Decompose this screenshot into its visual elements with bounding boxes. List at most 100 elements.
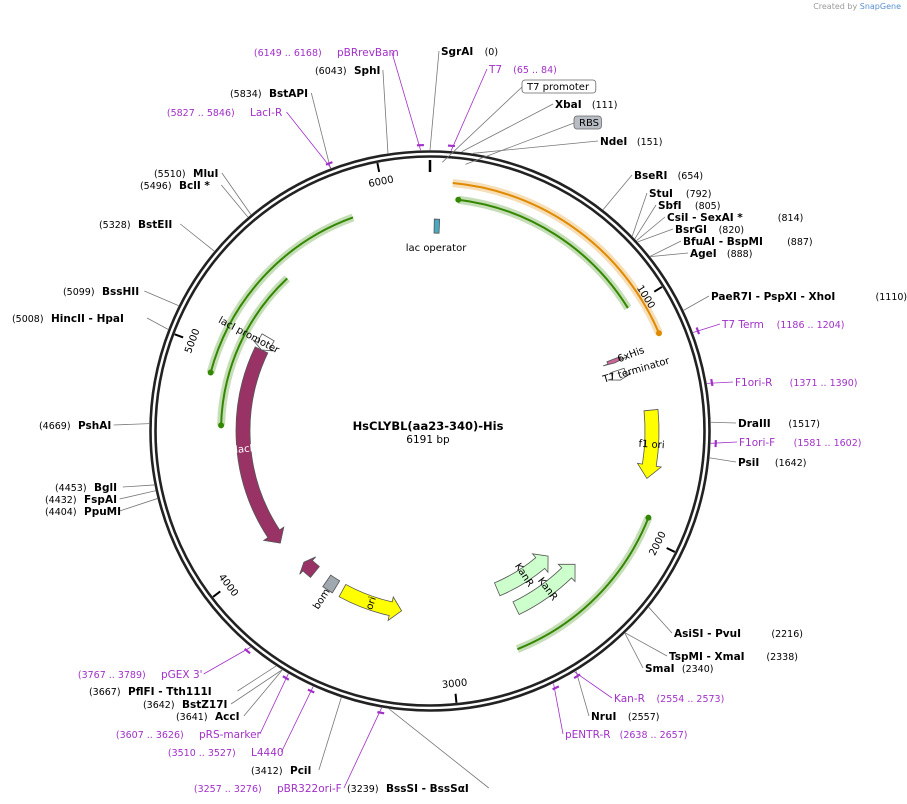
site-leader-bsssi-bsss-i (388, 708, 490, 789)
site-name-mlui: MluI (193, 168, 218, 180)
site-leader-agei (650, 252, 689, 257)
feature-tag-box-rbs (573, 115, 602, 130)
site-leader-pcii (318, 697, 342, 771)
primer-range-f1ori-f: (1581 .. 1602) (794, 438, 862, 449)
primer-kan-r: Kan-R(2554 .. 2573) (614, 693, 724, 705)
feature-lac-operator (433, 218, 441, 234)
site-leader-fspai (119, 490, 156, 500)
site-nrui: NruI(2557) (591, 711, 659, 723)
site-position-paer7i-pspxi-xhoi: (1110) (876, 292, 907, 303)
primer-t7-term: T7 Term (1186 .. 1204) (721, 319, 844, 331)
site-bseri: BseRI(654) (634, 170, 703, 182)
site-asisi-pvui: AsiSI - PvuI (2216) (674, 628, 803, 640)
primer-range-pbr322ori-f: (3257 .. 3276) (194, 784, 262, 795)
feature-tag-t7-promoter: T7 promoter (521, 79, 597, 94)
primer-site-pgex-3 (243, 648, 251, 655)
site-position-csii-sexai: (814) (778, 213, 804, 224)
primer-f1ori-r: F1ori-R(1371 .. 1390) (735, 377, 857, 389)
primer-name-t7: T7 (488, 64, 502, 76)
feature-tag-leader-t7-promoter (442, 86, 523, 163)
primer-range-kan-r: (2554 .. 2573) (656, 694, 724, 705)
primer-site-t7 (447, 144, 456, 148)
feature-kanr (512, 563, 576, 616)
orf-arrowhead-0 (655, 330, 662, 337)
primer-range-pgex-3: (3767 .. 3789) (78, 670, 146, 681)
site-leader-bsrgi (637, 228, 674, 243)
site-name-bsshii: BssHII (102, 286, 139, 298)
site-leader-stui (631, 192, 648, 237)
site-name-bgli: BglI (94, 482, 117, 494)
site-position-draiii: (1517) (788, 419, 820, 430)
primer-name-t7-term: T7 Term (721, 319, 764, 331)
primer-leader-prs-marker (259, 673, 289, 735)
orf-layer (206, 179, 663, 653)
site-leader-bcli (221, 184, 249, 218)
orf-arrowhead-4 (207, 369, 214, 376)
site-name-bsteii: BstEII (138, 219, 172, 231)
tick-label-6000: 6000 (368, 174, 395, 190)
site-position-asisi-pvui: (2216) (771, 629, 803, 640)
site-leader-bgli (122, 484, 155, 488)
primer-name-f1ori-f: F1ori-F (739, 437, 775, 449)
snapgene-credit: Created by SnapGene (813, 2, 901, 11)
label-layer: SgrAI(0)SphI(6043)BstAPI(5834)XbaI(111)N… (12, 46, 907, 795)
primer-laci-r: LacI-R(5827 .. 5846) (167, 107, 282, 119)
site-position-bsteii: (5328) (99, 220, 131, 231)
primer-range-t7-term: (1186 .. 1204) (777, 320, 845, 331)
site-paer7i-pspxi-xhoi: PaeR7I - PspXI - XhoI(1110) (711, 291, 907, 303)
primer-range-f1ori-r: (1371 .. 1390) (790, 378, 858, 389)
primer-site-kan-r (573, 673, 581, 679)
site-position-sbfi: (805) (695, 201, 721, 212)
site-leader-mlui (221, 172, 252, 215)
primer-site-pbr322ori-f (377, 711, 385, 715)
feature-bom (322, 574, 341, 594)
site-leader-bstapi (310, 92, 331, 169)
primer-name-pgex-3: pGEX 3' (161, 669, 203, 681)
site-bstz17i: BstZ17I(3642) (143, 699, 227, 711)
site-leader-nrui (575, 670, 590, 717)
primer-range-laci-r: (5827 .. 5846) (167, 108, 235, 119)
site-fspai: FspAI(4432) (45, 494, 117, 506)
site-xbai: XbaI(111) (555, 99, 617, 111)
primer-f1ori-f: F1ori-F (1581 .. 1602) (739, 437, 861, 449)
site-hincii-hpai: HincII - HpaI(5008) (12, 313, 124, 325)
site-name-bseri: BseRI (634, 170, 667, 182)
site-pcii: PciI(3412) (251, 765, 311, 777)
primer-name-pbrrevbam: pBRrevBam (337, 47, 399, 59)
site-name-stui: StuI (649, 188, 673, 200)
site-position-ppumi: (4404) (45, 507, 77, 518)
site-psii: PsiI(1642) (738, 457, 806, 469)
site-bstapi: BstAPI(5834) (230, 88, 308, 100)
feature-tag-leader-rbs (465, 122, 575, 165)
orf-arrowhead-1 (455, 196, 462, 203)
site-position-bstapi: (5834) (230, 89, 262, 100)
site-name-nrui: NruI (591, 711, 616, 723)
site-name-smai: SmaI (645, 663, 675, 675)
site-name-sgrai: SgrAI (441, 46, 473, 58)
site-position-sgrai: (0) (485, 47, 498, 58)
site-name-bstz17i: BstZ17I (182, 699, 227, 711)
feature-label-rop: rop (288, 571, 307, 591)
site-position-bsrgi: (820) (719, 225, 745, 236)
primer-leader-laci-r (286, 111, 332, 169)
site-name-draiii: DraIII (738, 418, 771, 430)
site-agei: AgeI(888) (690, 248, 752, 260)
site-position-fspai: (4432) (45, 495, 77, 506)
site-leader-acci (243, 669, 283, 717)
site-name-bsssi-bsss-i: BssSI - BssSαI (386, 783, 469, 795)
site-csii-sexai: CsiI - SexAI *(814) (667, 212, 803, 224)
tick-6000 (376, 162, 381, 173)
site-leader-sphi (382, 69, 389, 154)
site-name-sbfi: SbfI (658, 200, 682, 212)
tick-2000 (666, 547, 676, 553)
primer-leader-kan-r (574, 671, 613, 699)
site-bsteii: BstEII (5328) (99, 219, 172, 231)
site-mlui: MluI (5510) (154, 168, 218, 180)
feature-rop (299, 556, 320, 578)
site-position-mlui: (5510) (154, 169, 186, 180)
site-name-pflfi-tth111i: PflFI - Tth111I (128, 686, 212, 698)
site-position-bsshii: (5099) (63, 287, 95, 298)
site-name-asisi-pvui: AsiSI - PvuI (674, 628, 741, 640)
site-name-acci: AccI (215, 711, 239, 723)
